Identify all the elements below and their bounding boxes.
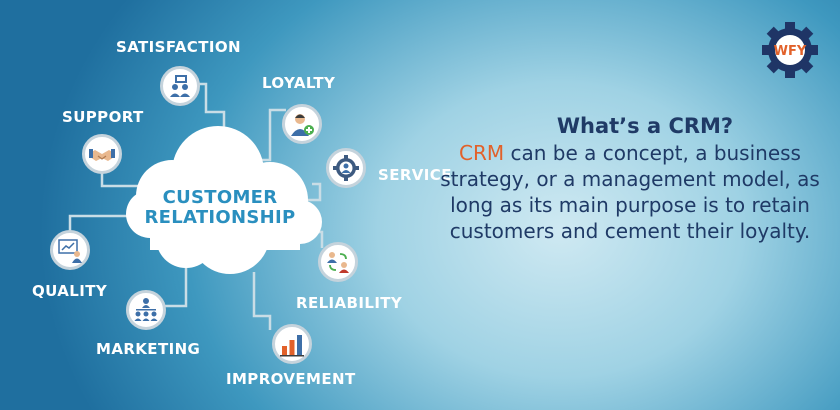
presentation-icon: [58, 239, 82, 263]
quality-node: [50, 230, 90, 270]
marketing-label: MARKETING: [96, 340, 201, 358]
marketing-node: [126, 290, 166, 330]
cloud-title: CUSTOMER RELATIONSHIP: [130, 188, 310, 228]
cloud-title-line2: RELATIONSHIP: [144, 207, 296, 228]
user-add-icon: [291, 114, 314, 136]
cloud-shape: [126, 126, 322, 274]
group-icon: [134, 298, 158, 321]
handshake-icon: [89, 149, 115, 161]
improvement-node: [272, 324, 312, 364]
support-label: SUPPORT: [62, 108, 144, 126]
satisfaction-node: [160, 66, 200, 106]
info-body-text: can be a concept, a business strategy, o…: [440, 141, 820, 243]
info-title: What’s a CRM?: [556, 114, 734, 138]
team-board-icon: [170, 75, 190, 97]
quality-label: QUALITY: [32, 282, 108, 300]
service-label: SERVICE: [378, 166, 452, 184]
people-exchange-icon: [327, 252, 349, 273]
reliability-node: [318, 242, 358, 282]
cloud-title-line1: CUSTOMER: [162, 187, 278, 208]
loyalty-node: [282, 104, 322, 144]
gear-user-icon: [333, 155, 359, 181]
reliability-label: RELIABILITY: [296, 294, 403, 312]
service-node: [326, 148, 366, 188]
support-node: [82, 134, 122, 174]
info-body: CRM can be a concept, a business strateg…: [428, 140, 832, 244]
logo-text: WFY: [774, 44, 807, 59]
loyalty-label: LOYALTY: [262, 74, 336, 92]
info-highlight: CRM: [459, 141, 505, 165]
satisfaction-label: SATISFACTION: [116, 38, 241, 56]
gear-logo-icon: WFY: [762, 22, 818, 78]
improvement-label: IMPROVEMENT: [226, 370, 356, 388]
bar-chart-icon: [280, 335, 304, 357]
wfy-logo: WFY: [760, 20, 820, 80]
